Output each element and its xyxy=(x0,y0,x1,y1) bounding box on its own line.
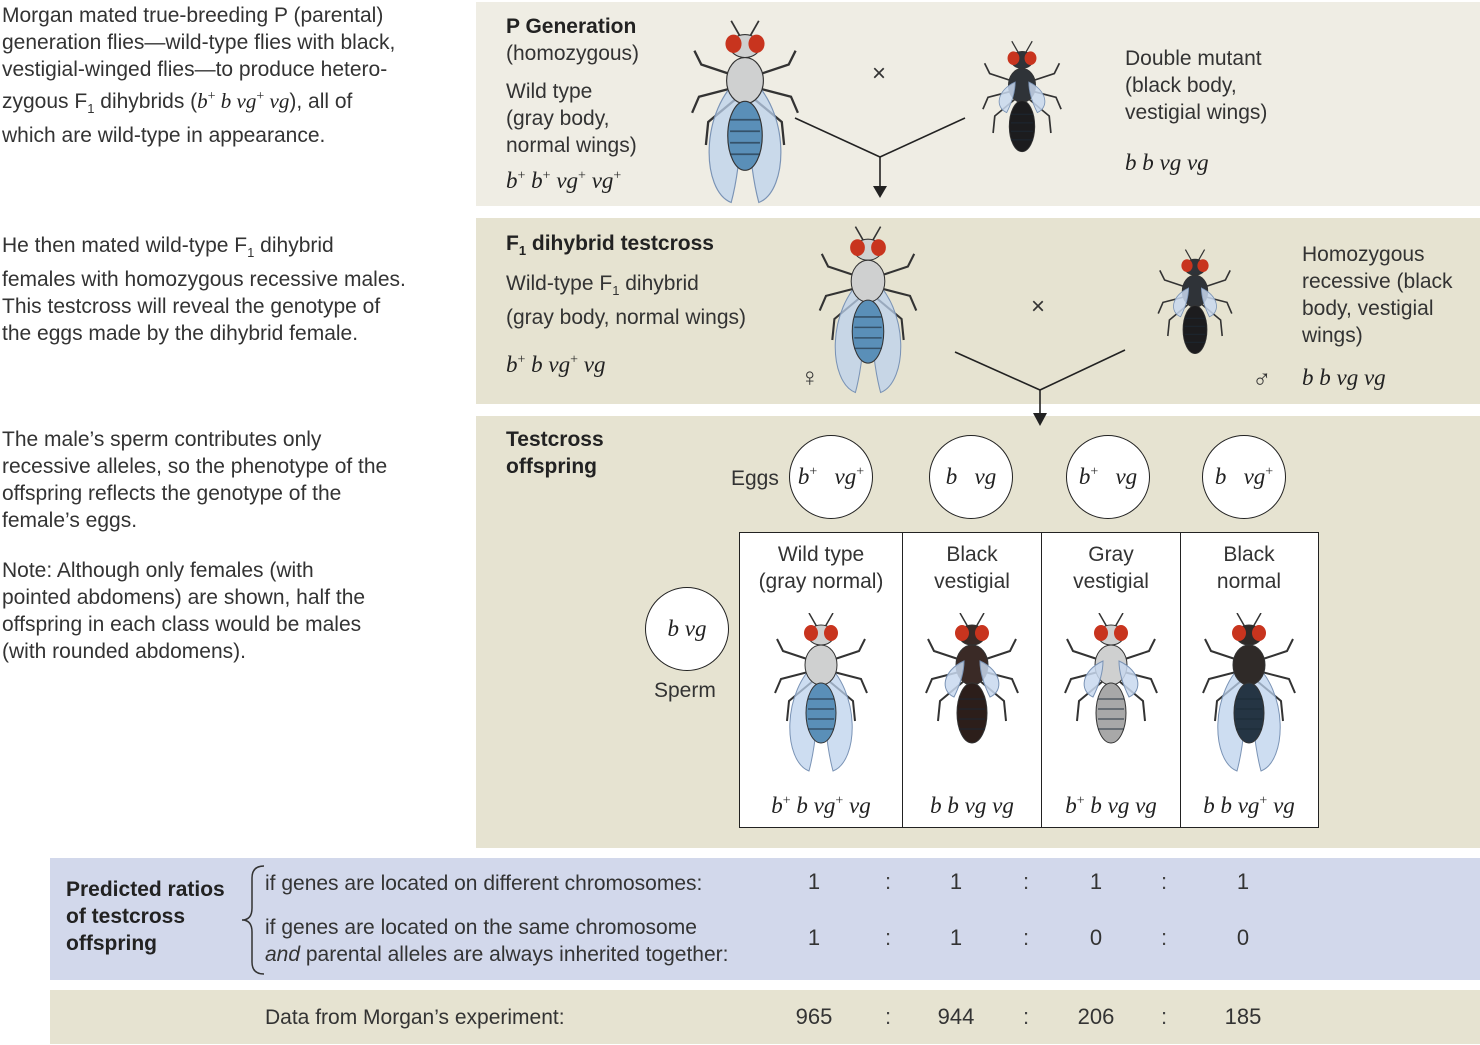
offspring-genotype: b+ b vg+ vg xyxy=(771,793,871,818)
sperm-label: Sperm xyxy=(654,679,716,702)
f1-female-genotype: b+ b vg+ vg xyxy=(506,352,606,377)
wild-type-genotype: b+ b+ vg+ vg+ xyxy=(506,168,622,193)
desc-line: pointed abdomens) are shown, half the xyxy=(2,586,366,609)
f1-male-genotype: b b vg vg xyxy=(1302,365,1386,390)
data-separator: : xyxy=(1160,1004,1168,1029)
description-testcross: He then mated wild-type F1 dihybrid fema… xyxy=(2,232,472,347)
desc-line: females with homozygous recessive males. xyxy=(2,268,406,292)
data-value: 206 xyxy=(1077,1004,1115,1029)
f1-male-label: Homozygous recessive (black body, vestig… xyxy=(1302,243,1453,347)
panel-p-generation xyxy=(476,2,1480,206)
data-value: 965 xyxy=(795,1004,833,1029)
description-note: Note: Although only females (with pointe… xyxy=(2,557,472,665)
ratio-value: 1 xyxy=(1089,869,1103,894)
data-value: 944 xyxy=(937,1004,975,1029)
ratio-value: 0 xyxy=(1236,925,1250,950)
p-generation-title: P Generation xyxy=(506,15,637,38)
offspring-cell: Wild type(gray normal) b+ b vg+ vg xyxy=(740,533,903,827)
ratio-separator: : xyxy=(884,869,892,894)
offspring-genotype: b b vg+ vg xyxy=(1203,793,1295,818)
offspring-genotype: b+ b vg vg xyxy=(1065,793,1157,818)
desc-line: The male’s sperm contributes only xyxy=(2,428,322,451)
ratio-row1-label: if genes are located on different chromo… xyxy=(265,872,703,895)
testcross-title: Testcross offspring xyxy=(506,428,604,478)
desc-line: generation flies—wild-type flies with bl… xyxy=(2,31,396,54)
offspring-table: Wild type(gray normal) b+ b vg+ vg Black… xyxy=(739,532,1319,828)
desc-line: recessive alleles, so the phenotype of t… xyxy=(2,455,388,478)
fly-icon xyxy=(774,613,868,772)
egg-circle: b+ vg+ xyxy=(789,435,873,519)
ratio-value: 1 xyxy=(949,925,963,950)
data-label: Data from Morgan’s experiment: xyxy=(265,1006,565,1029)
f1-female-label: Wild-type F1 dihybrid (gray body, normal… xyxy=(506,272,747,330)
desc-line: He then mated wild-type F1 dihybrid xyxy=(2,234,334,261)
desc-line: female’s eggs. xyxy=(2,509,138,532)
desc-line: zygous F1 dihybrids (b+ b vg+ vg), all o… xyxy=(2,89,353,117)
phenotype-label: Wild type(gray normal) xyxy=(758,543,884,593)
ratio-value: 1 xyxy=(1236,869,1250,894)
ratio-value: 0 xyxy=(1089,925,1103,950)
ratio-separator: : xyxy=(1022,925,1030,950)
morgan-data-band xyxy=(50,990,1480,1044)
double-mutant-genotype: b b vg vg xyxy=(1125,150,1209,175)
desc-line: offspring in each class would be males xyxy=(2,613,362,636)
ratio-row2-label: if genes are located on the same chromos… xyxy=(265,916,729,966)
desc-line: the eggs made by the dihybrid female. xyxy=(2,322,359,346)
description-sperm: The male’s sperm contributes only recess… xyxy=(2,426,472,534)
desc-line: Morgan mated true-breeding P (parental) xyxy=(2,4,384,27)
fly-icon xyxy=(1064,613,1158,744)
desc-line: which are wild-type in appearance. xyxy=(2,124,326,148)
cross-symbol: × xyxy=(1031,293,1046,320)
ratio-separator: : xyxy=(1160,925,1168,950)
data-separator: : xyxy=(884,1004,892,1029)
ratio-separator: : xyxy=(1160,869,1168,894)
ratio-value: 1 xyxy=(949,869,963,894)
desc-line: Note: Although only females (with xyxy=(2,559,314,582)
egg-circle: b+ vg xyxy=(1066,435,1150,519)
desc-line: offspring reflects the genotype of the xyxy=(2,482,342,505)
ratio-value: 1 xyxy=(807,925,821,950)
offspring-genotype: b b vg vg xyxy=(930,793,1014,818)
desc-line: (with rounded abdomens). xyxy=(2,640,246,663)
data-separator: : xyxy=(1022,1004,1030,1029)
male-symbol: ♂ xyxy=(1252,364,1272,394)
fly-icon xyxy=(1202,613,1296,772)
ratio-value: 1 xyxy=(807,869,821,894)
wild-type-label: Wild type (gray body, normal wings) xyxy=(506,80,637,157)
fly-icon xyxy=(925,613,1019,744)
description-p-generation: Morgan mated true-breeding P (parental) … xyxy=(2,2,472,149)
desc-line: vestigial-winged flies—to produce hetero… xyxy=(2,58,388,81)
f1-title: F1 dihybrid testcross xyxy=(506,232,714,259)
desc-line: This testcross will reveal the genotype … xyxy=(2,295,381,319)
data-value: 185 xyxy=(1224,1004,1262,1029)
sperm-circle: b vg xyxy=(645,587,729,671)
ratio-separator: : xyxy=(884,925,892,950)
double-mutant-label: Double mutant (black body, vestigial win… xyxy=(1125,47,1268,124)
ratio-separator: : xyxy=(1022,869,1030,894)
predicted-ratios-band xyxy=(50,858,1480,980)
egg-circle: b vg+ xyxy=(1202,435,1286,519)
ratios-heading: Predicted ratios of testcross offspring xyxy=(66,878,225,955)
brace xyxy=(241,865,265,975)
p-generation-subtitle: (homozygous) xyxy=(506,42,640,65)
eggs-label: Eggs xyxy=(731,467,779,490)
female-symbol: ♀ xyxy=(800,362,820,392)
egg-circle: b vg xyxy=(929,435,1013,519)
cross-symbol: × xyxy=(872,60,887,87)
